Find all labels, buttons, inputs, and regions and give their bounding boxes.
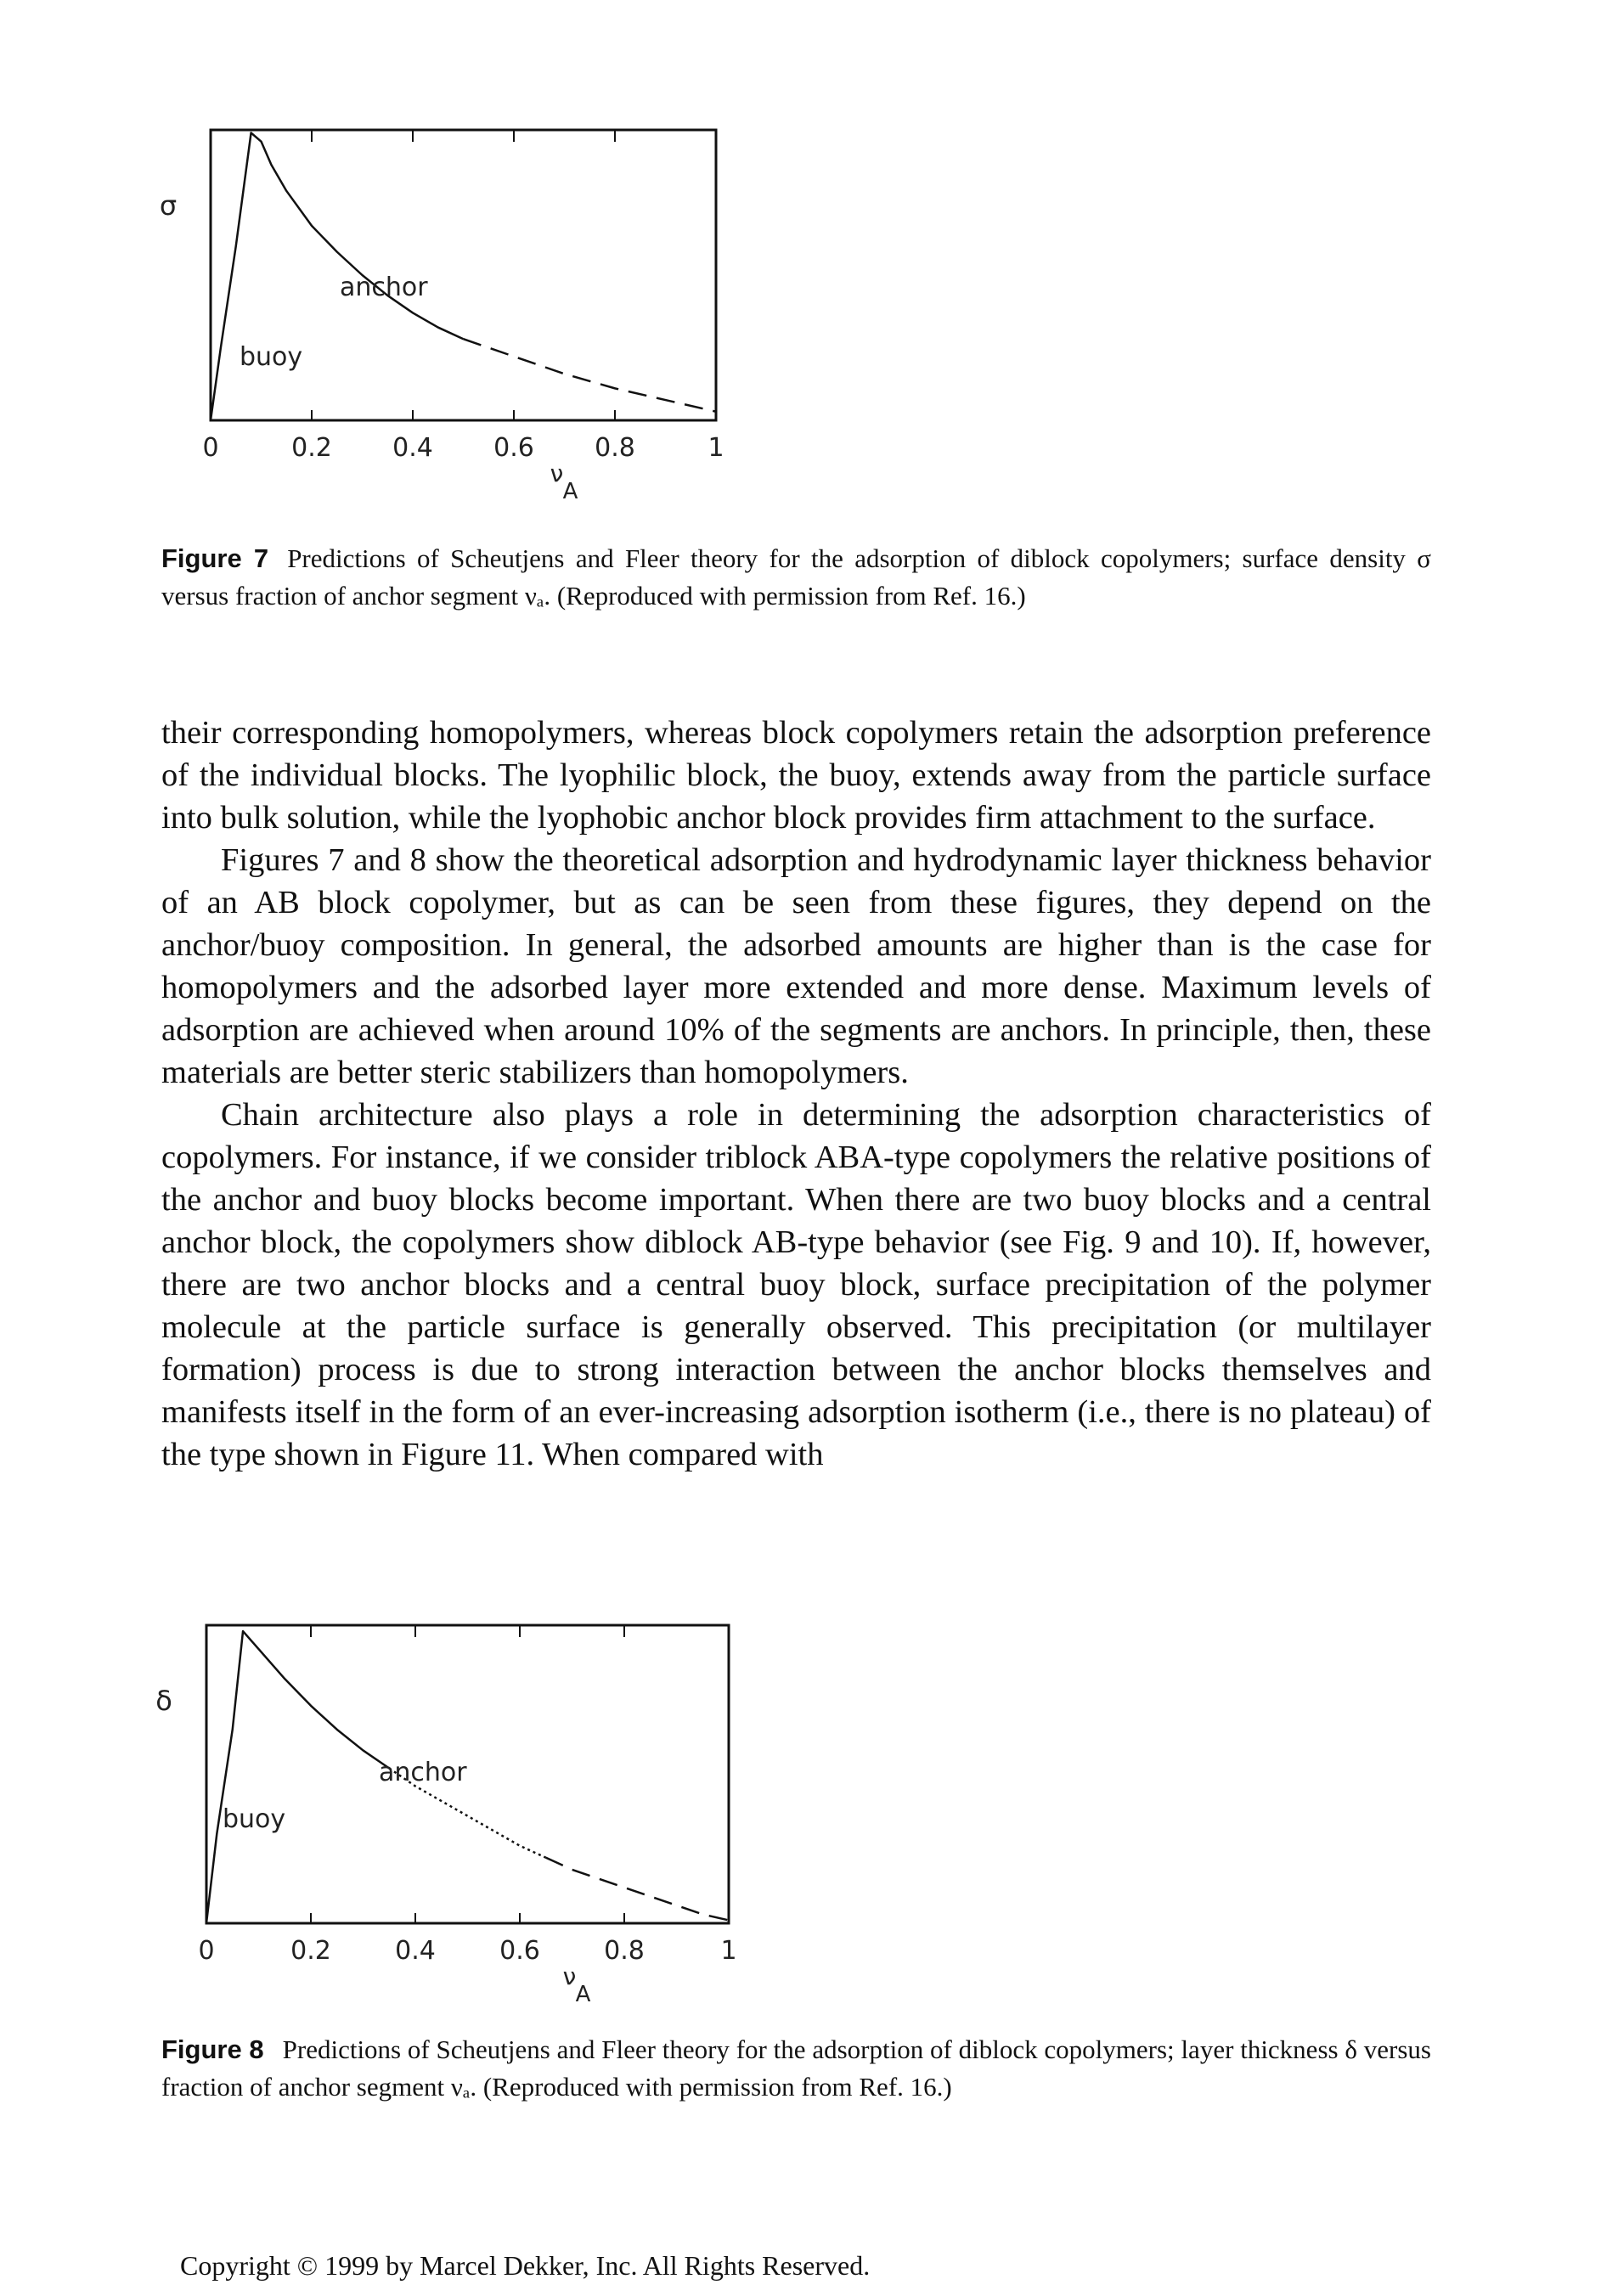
anchor-label: anchor <box>379 1758 467 1787</box>
paragraph-3: Chain architecture also plays a role in … <box>161 1097 1431 1472</box>
x-tick-label: 0.4 <box>392 433 433 463</box>
series-line-solid <box>205 1629 390 1924</box>
figure-8-caption-text: Predictions of Scheutjens and Fleer theo… <box>161 2034 1431 2102</box>
x-tick-label: 1 <box>720 1936 736 1966</box>
series-line-solid <box>209 132 465 421</box>
x-tick-label: 0 <box>198 1936 214 1966</box>
buoy-label: buoy <box>240 342 302 372</box>
figure-7-label: Figure 7 <box>161 543 269 573</box>
copyright-footer: Copyright © 1999 by Marcel Dekker, Inc. … <box>180 2250 871 2281</box>
body-text: their corresponding homopolymers, wherea… <box>161 712 1431 1476</box>
figure-7-caption-text: Predictions of Scheutjens and Fleer theo… <box>161 543 1431 611</box>
paragraph-1: their corresponding homopolymers, wherea… <box>161 715 1431 836</box>
series-line-dashed <box>463 338 717 413</box>
x-tick-label: 0.8 <box>595 433 635 463</box>
plot-frame <box>209 128 718 422</box>
y-axis-label: δ <box>155 1685 172 1717</box>
x-tick-label: 0.6 <box>499 1936 540 1966</box>
x-axis-label: ν <box>550 459 564 487</box>
series-line-dotted <box>388 1767 547 1859</box>
anchor-label: anchor <box>340 273 428 302</box>
x-tick-label: 0.8 <box>604 1936 645 1966</box>
x-tick-label: 0.4 <box>395 1936 436 1966</box>
figure-8-label: Figure 8 <box>161 2034 264 2064</box>
buoy-label: buoy <box>223 1804 285 1834</box>
x-tick-label: 1 <box>708 433 724 463</box>
x-tick-label: 0 <box>202 433 218 463</box>
x-tick-label: 0.2 <box>290 1936 331 1966</box>
series-line-dashed <box>545 1856 730 1922</box>
paragraph-2: Figures 7 and 8 show the theoretical ads… <box>161 842 1431 1090</box>
x-axis-label: ν <box>563 1962 577 1990</box>
plot-frame <box>205 1624 730 1925</box>
x-axis-label-subscript: A <box>576 1982 591 2007</box>
x-axis-label-subscript: A <box>563 479 578 504</box>
x-tick-label: 0.6 <box>493 433 534 463</box>
y-axis-label: σ <box>160 189 177 222</box>
x-tick-label: 0.2 <box>291 433 332 463</box>
